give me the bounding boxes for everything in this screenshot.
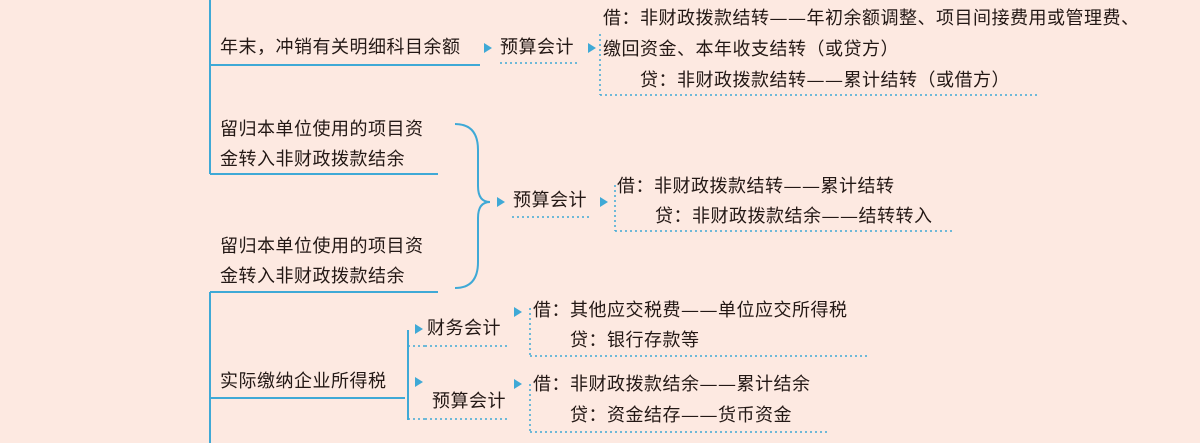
arrow-right-icon [497,197,505,207]
arrow-right-icon [600,197,608,207]
curly-brace [454,123,491,289]
topic-income-tax-payment: 实际缴纳企业所得税 [220,371,387,392]
topic-year-end: 年末，冲销有关明细科目余额 [220,37,461,58]
node-budget-accounting: 预算会计 [432,391,506,412]
entry-debit-continued: 缴回资金、本年收支结转（或贷方） [603,39,899,60]
entry-credit: 贷：资金结存——货币资金 [570,405,792,426]
entry-debit: 借：非财政拨款结转——累计结转 [617,176,895,197]
topic-retained-project-funds-line2: 金转入非财政拨款结余 [220,149,405,170]
entry-debit: 借：其他应交税费——单位应交所得税 [533,300,848,321]
topic-retained-project-funds: 留归本单位使用的项目资 [220,236,424,257]
arrow-right-icon [415,377,423,387]
entry-credit: 贷：非财政拨款结余——结转转入 [655,206,933,227]
topic-retained-project-funds-line2: 金转入非财政拨款结余 [220,266,405,287]
node-financial-accounting: 财务会计 [427,318,501,339]
arrow-right-icon [514,307,522,317]
topic-retained-project-funds: 留归本单位使用的项目资 [220,119,424,140]
arrow-right-icon [514,379,522,389]
entry-credit: 贷：非财政拨款结转——累计结转（或借方） [640,70,1010,91]
arrow-right-icon [415,324,423,334]
node-budget-accounting: 预算会计 [500,37,574,58]
entry-debit: 借：非财政拨款结余——累计结余 [533,374,811,395]
node-budget-accounting: 预算会计 [513,190,587,211]
entry-credit: 贷：银行存款等 [570,330,700,351]
entry-debit: 借：非财政拨款结转——年初余额调整、项目间接费用或管理费、 [603,8,1140,29]
arrow-right-icon [484,43,492,53]
arrow-right-icon [588,43,596,53]
